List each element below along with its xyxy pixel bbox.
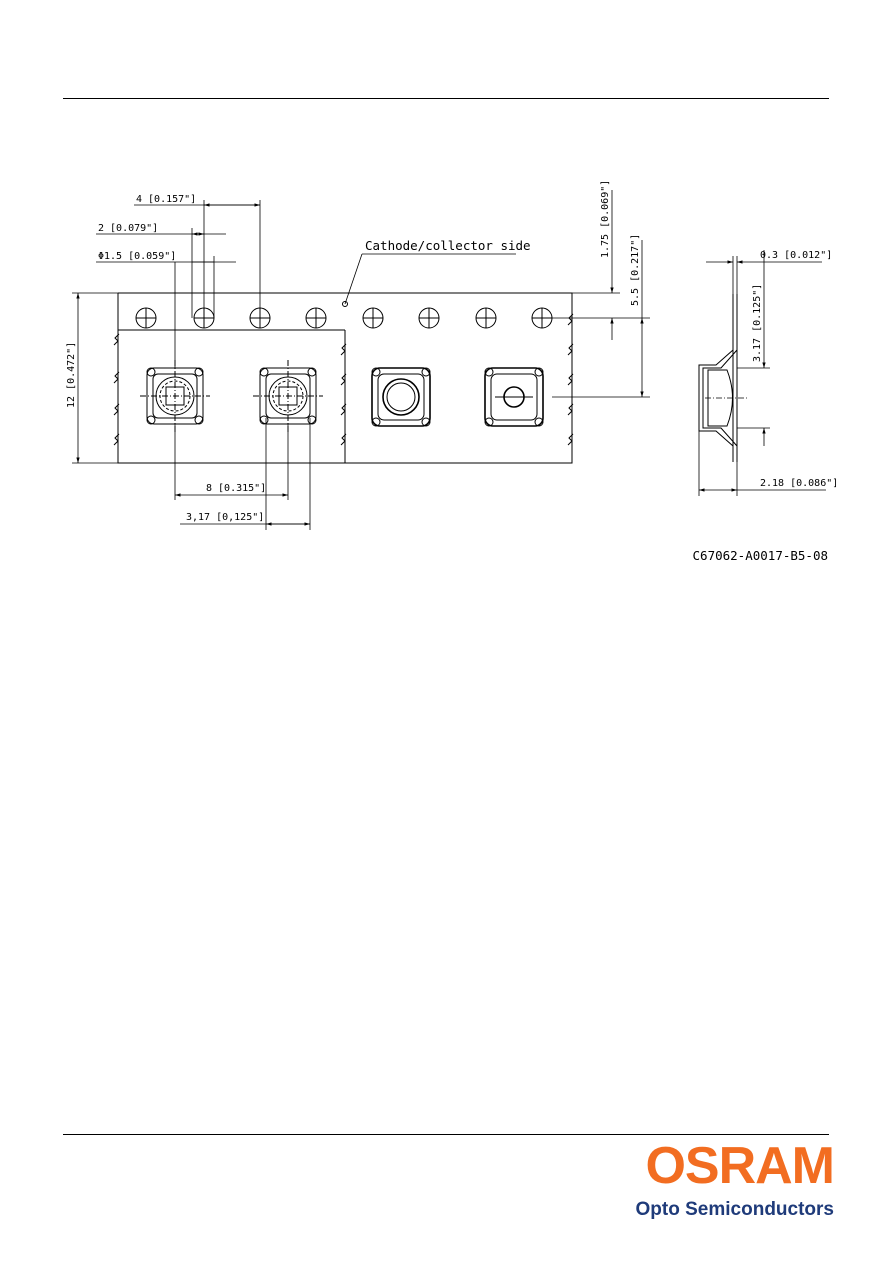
side-view — [698, 294, 747, 462]
osram-logo: OSRAM Opto Semiconductors — [604, 1137, 835, 1222]
logo-brand: OSRAM — [645, 1137, 835, 1195]
extension-lines — [72, 200, 650, 530]
tape-dimension-drawing: 4 [0.157"] 2 [0.079"] Φ1.5 [0.059"] 12 [… — [66, 180, 838, 563]
dim-holes-to-center: 5.5 [0.217"] — [630, 234, 641, 306]
cathode-note: Cathode/collector side — [365, 238, 531, 253]
sprocket-holes — [135, 307, 553, 329]
dim-tape-thickness: 0.3 [0.012"] — [760, 250, 832, 261]
dim-pocket-height: 3.17 [0.125"] — [752, 284, 763, 362]
dim-sprocket-pitch: 4 [0.157"] — [136, 194, 196, 205]
dim-hole-offset: 2 [0.079"] — [98, 223, 158, 234]
dim-hole-diameter: Φ1.5 [0.059"] — [98, 251, 176, 262]
dimension-lines — [76, 190, 644, 526]
drawing-code: C67062-A0017-B5-08 — [693, 548, 828, 563]
side-dimension-lines — [698, 250, 826, 496]
logo-subtitle: Opto Semiconductors — [635, 1199, 834, 1220]
dim-pocket-size: 3,17 [0,125"] — [186, 512, 264, 523]
dim-pocket-depth: 2.18 [0.086"] — [760, 478, 838, 489]
footer-rule — [63, 1134, 829, 1135]
dim-tape-width: 12 [0.472"] — [66, 342, 77, 408]
pocket-4 — [484, 367, 544, 427]
pocket-2 — [253, 360, 323, 432]
pocket-1 — [140, 360, 210, 432]
header-rule — [63, 98, 829, 99]
pocket-3 — [371, 367, 431, 427]
dim-pocket-pitch: 8 [0.315"] — [206, 483, 266, 494]
dim-edge-to-holes: 1.75 [0.069"] — [600, 180, 611, 258]
break-marks — [113, 313, 574, 446]
